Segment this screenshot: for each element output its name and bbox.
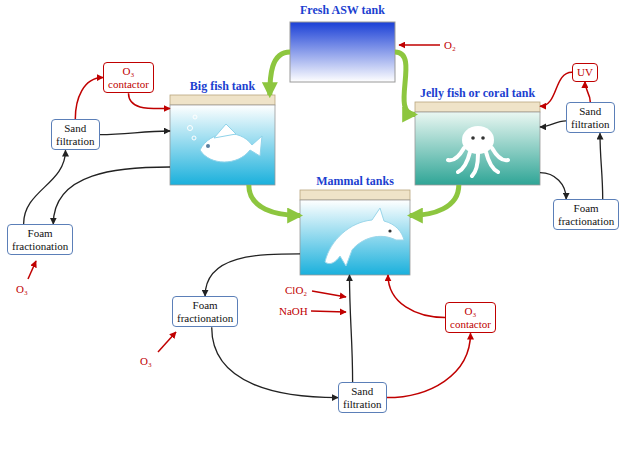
- treatment-arrow: [24, 150, 66, 224]
- process-box: O₃ contactor: [103, 62, 154, 93]
- process-box: Sand filtration: [338, 382, 387, 413]
- treatment-arrow: [75, 78, 103, 119]
- process-box: Sand filtration: [51, 119, 100, 150]
- treatment-arrow: [100, 131, 171, 135]
- treatment-arrow: [600, 133, 603, 199]
- box-text: Sand filtration: [343, 385, 382, 410]
- treatment-arrow: [540, 72, 572, 106]
- process-box: Foam fractionation: [7, 224, 73, 255]
- box-text: Sand filtration: [571, 105, 610, 130]
- box-text: Foam fractionation: [12, 227, 68, 252]
- chemical-label: NaOH: [279, 305, 308, 317]
- tank-heading: Jelly fish or coral tank: [420, 86, 535, 101]
- fresh-tank: Fresh ASW tank: [290, 22, 395, 82]
- treatment-arrow: [212, 327, 338, 397]
- water-flow-arrow: [395, 52, 415, 115]
- water-flow-arrow: [410, 185, 459, 216]
- tank-heading: Fresh ASW tank: [300, 3, 385, 18]
- treatment-arrow: [387, 333, 471, 397]
- fish-tank: Big fish tank: [170, 95, 275, 185]
- chemical-label: O₃: [140, 355, 152, 367]
- process-box: Sand filtration: [566, 102, 615, 133]
- treatment-arrow: [388, 275, 445, 318]
- box-text: Sand filtration: [56, 122, 95, 147]
- chemical-label: O₂: [444, 39, 456, 51]
- water-flow-arrow: [270, 52, 290, 95]
- treatment-arrow: [585, 82, 590, 102]
- process-box: Foam fractionation: [553, 199, 619, 230]
- jelly-tank: Jelly fish or coral tank: [415, 102, 540, 185]
- process-box: O₃ contactor: [445, 302, 496, 333]
- box-text: Foam fractionation: [558, 202, 614, 227]
- chemical-label: ClO₂: [285, 284, 307, 296]
- treatment-arrow: [53, 167, 170, 224]
- water-flow-arrow: [249, 185, 300, 216]
- tank-heading: Mammal tanks: [316, 174, 394, 189]
- treatment-arrow: [540, 173, 566, 199]
- box-text: O₃ contactor: [450, 305, 491, 330]
- treatment-arrow: [129, 93, 171, 108]
- mammal-tank: Mammal tanks: [300, 190, 410, 275]
- chemical-label: O₃: [16, 283, 28, 295]
- tank-heading: Big fish tank: [190, 79, 255, 94]
- process-box: UV: [572, 63, 598, 82]
- box-text: UV: [577, 66, 593, 79]
- treatment-arrow: [540, 121, 566, 127]
- box-text: O₃ contactor: [108, 65, 149, 90]
- box-text: Foam fractionation: [177, 299, 233, 324]
- treatment-arrow: [350, 275, 353, 382]
- process-box: Foam fractionation: [172, 296, 238, 327]
